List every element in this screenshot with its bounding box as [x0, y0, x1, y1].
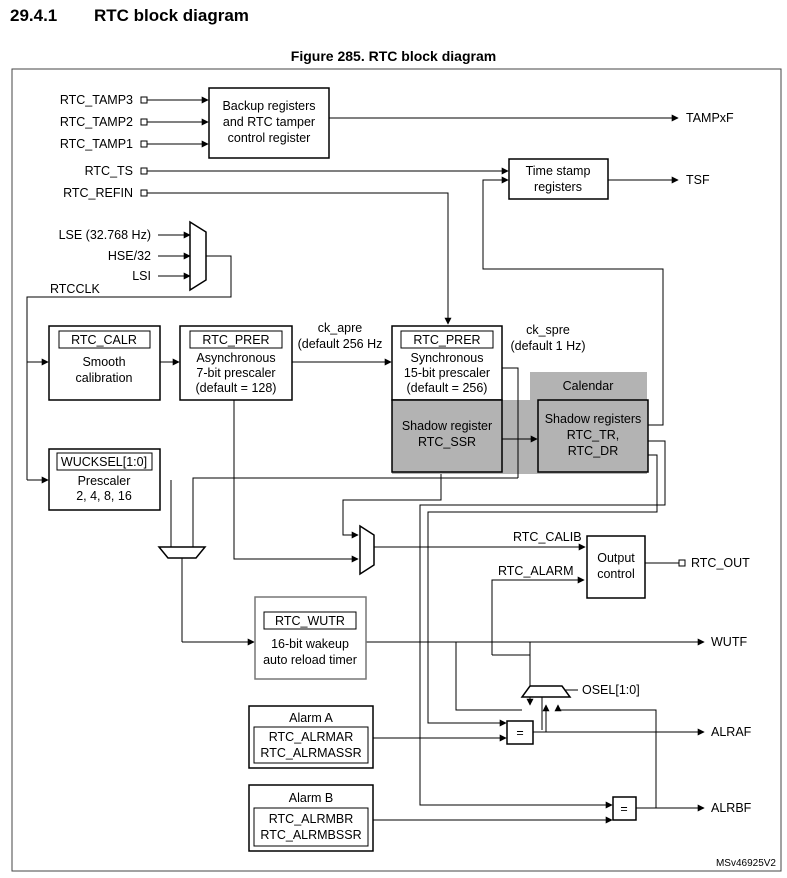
clock-mux	[189, 220, 207, 292]
rtcclk-label: RTCCLK	[50, 282, 100, 296]
ck-spre-default: (default 1 Hz)	[510, 339, 585, 353]
comparator-b-symbol: =	[620, 802, 627, 816]
calendar-line-1: Shadow registers	[545, 412, 642, 426]
async-line-1: Asynchronous	[196, 351, 275, 365]
sync-line-1: Synchronous	[411, 351, 484, 365]
calr-register-label: RTC_CALR	[71, 333, 137, 347]
timestamp-line-2: registers	[534, 180, 582, 194]
sync-line-2: 15-bit prescaler	[404, 366, 490, 380]
ck-apre-default: (default 256 Hz	[298, 337, 383, 351]
output-wutf: WUTF	[711, 635, 747, 649]
input-hse: HSE/32	[108, 249, 151, 263]
sync-register-label: RTC_PRER	[413, 333, 480, 347]
output-rtc-out: RTC_OUT	[691, 556, 750, 570]
input-lse: LSE (32.768 Hz)	[59, 228, 151, 242]
ck-apre-label: ck_apre	[318, 321, 363, 335]
wucksel-line-1: Prescaler	[78, 474, 131, 488]
wucksel-register	[56, 452, 153, 471]
calr-line-2: calibration	[76, 371, 133, 385]
timestamp-line-1: Time stamp	[526, 164, 591, 178]
input-tamp1: RTC_TAMP1	[60, 137, 133, 151]
alarm-a-comparator	[506, 720, 534, 745]
async-prer-register	[189, 330, 283, 349]
output-alraf: ALRAF	[711, 725, 752, 739]
alarm-a-reg-2: RTC_ALRMASSR	[260, 746, 361, 760]
alarm-b-reg-1: RTC_ALRMBR	[269, 812, 354, 826]
comparator-a-symbol: =	[516, 726, 523, 740]
section-number: 29.4.1	[10, 6, 58, 25]
output-tampxf: TAMPxF	[686, 111, 734, 125]
input-tamp3: RTC_TAMP3	[60, 93, 133, 107]
wutr-line-1: 16-bit wakeup	[271, 637, 349, 651]
alarm-b-title: Alarm B	[289, 791, 333, 805]
input-tamp2: RTC_TAMP2	[60, 115, 133, 129]
section-title: RTC block diagram	[94, 6, 249, 25]
calendar-line-2: RTC_TR,	[567, 428, 620, 442]
output-tsf: TSF	[686, 173, 710, 187]
connections	[26, 96, 705, 824]
alarm-b-reg-2: RTC_ALRMBSSR	[260, 828, 361, 842]
calendar-shadow-block	[537, 399, 649, 473]
alarm-b-comparator	[612, 796, 637, 821]
wakeup-clock-mux	[157, 546, 207, 559]
wucksel-register-label: WUCKSEL[1:0]	[61, 455, 147, 469]
calr-line-1: Smooth	[82, 355, 125, 369]
input-ts: RTC_TS	[85, 164, 133, 178]
ssr-line-2: RTC_SSR	[418, 435, 476, 449]
output-control-line-1: Output	[597, 551, 635, 565]
calendar-title: Calendar	[563, 379, 614, 393]
wutr-register-label: RTC_WUTR	[275, 614, 345, 628]
rtc-calib-label: RTC_CALIB	[513, 530, 582, 544]
calr-register	[58, 330, 151, 349]
figure-reference: MSv46925V2	[716, 858, 776, 869]
input-refin: RTC_REFIN	[63, 186, 133, 200]
pin-markers	[140, 96, 686, 567]
backup-registers-block	[208, 87, 330, 159]
async-line-3: (default = 128)	[196, 381, 277, 395]
section-heading: 29.4.1 RTC block diagram	[10, 6, 249, 26]
calib-mux	[359, 524, 375, 576]
wucksel-line-2: 2, 4, 8, 16	[76, 489, 132, 503]
backup-line-3: control register	[228, 131, 311, 145]
alarm-a-title: Alarm A	[289, 711, 333, 725]
output-control-line-2: control	[597, 567, 635, 581]
alarm-a-registers	[253, 726, 369, 764]
ssr-block	[391, 399, 503, 473]
wutr-register	[263, 611, 357, 630]
backup-line-1: Backup registers	[222, 99, 315, 113]
ssr-line-1: Shadow register	[402, 419, 492, 433]
timestamp-block	[508, 158, 609, 200]
calendar-line-3: RTC_DR	[568, 444, 618, 458]
alarm-a-reg-1: RTC_ALRMAR	[269, 730, 354, 744]
wakeup-timer-block	[254, 596, 367, 680]
backup-line-2: and RTC tamper	[223, 115, 315, 129]
sync-line-3: (default = 256)	[407, 381, 488, 395]
ck-spre-label: ck_spre	[526, 323, 570, 337]
wutr-line-2: auto reload timer	[263, 653, 357, 667]
figure-frame	[11, 68, 782, 872]
osel-mux	[520, 685, 572, 698]
alarm-b-registers	[253, 807, 369, 847]
output-control-block	[586, 535, 646, 599]
output-alrbf: ALRBF	[711, 801, 752, 815]
async-register-label: RTC_PRER	[202, 333, 269, 347]
rtc-alarm-label: RTC_ALARM	[498, 564, 573, 578]
figure-caption: Figure 285. RTC block diagram	[290, 48, 497, 64]
input-lsi: LSI	[132, 269, 151, 283]
osel-label: OSEL[1:0]	[582, 683, 640, 697]
async-line-2: 7-bit prescaler	[196, 366, 275, 380]
sync-prer-register	[400, 330, 494, 349]
